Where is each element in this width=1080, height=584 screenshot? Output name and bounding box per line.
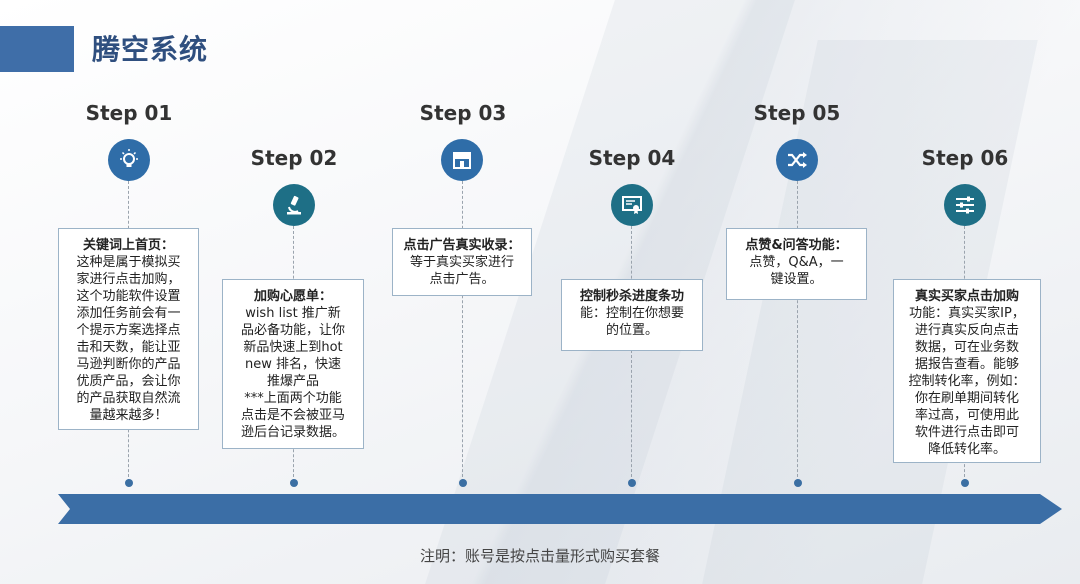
step-01-line: 这个功能软件设置 (65, 288, 192, 305)
step-06-label: Step 06 (905, 146, 1025, 170)
step-05-label: Step 05 (737, 101, 857, 125)
step-01-line: 添加任务前会有一 (65, 305, 192, 322)
step-02-line: ***上面两个功能 (229, 390, 357, 407)
timeline-dot (459, 479, 467, 487)
step-02-card: 加购心愿单： wish list 推广新 品必备功能，让你 新品快速上到hot … (222, 279, 364, 449)
step-02-line: 逊后台记录数据。 (229, 424, 357, 441)
timeline-dot (290, 479, 298, 487)
step-02-line: wish list 推广新 (229, 305, 357, 322)
step-01-line: 优质产品，会让你 (65, 373, 192, 390)
timeline-arrow (58, 492, 1064, 526)
timeline-dot (794, 479, 802, 487)
connector-line (462, 181, 463, 482)
step-04-line: 的位置。 (568, 322, 696, 339)
header-accent-bar (0, 26, 74, 72)
timeline-dot (125, 479, 133, 487)
step-04-heading: 控制秒杀进度条功 (568, 288, 696, 305)
footnote: 注明：账号是按点击量形式购买套餐 (0, 545, 1080, 566)
step-01-label: Step 01 (69, 101, 189, 125)
step-02-heading: 加购心愿单： (229, 288, 357, 305)
shuffle-icon (776, 139, 818, 181)
step-01-card: 关键词上首页： 这种是属于模拟买 家进行点击加购， 这个功能软件设置 添加任务前… (58, 228, 199, 430)
timeline-dot (961, 479, 969, 487)
step-06-line: 降低转化率。 (900, 441, 1034, 458)
step-01-line: 家进行点击加购， (65, 271, 192, 288)
step-02-line: 品必备功能，让你 (229, 322, 357, 339)
step-02-line: 新品快速上到hot (229, 339, 357, 356)
step-02-line: new 排名，快速 (229, 356, 357, 373)
step-02-line: 点击是不会被亚马 (229, 407, 357, 424)
step-06-line: 控制转化率，例如： (900, 373, 1034, 390)
step-02-line: 推爆产品 (229, 373, 357, 390)
step-05-line: 键设置。 (733, 271, 860, 288)
step-06-line: 据报告查看。能够 (900, 356, 1034, 373)
step-05-card: 点赞&问答功能： 点赞，Q&A，一 键设置。 (726, 228, 867, 300)
connector-line (797, 181, 798, 482)
step-06-line: 软件进行点击即可 (900, 424, 1034, 441)
step-01-line: 个提示方案选择点 (65, 322, 192, 339)
step-01-line: 击和天数，能让亚 (65, 339, 192, 356)
step-04-card: 控制秒杀进度条功 能：控制在你想要 的位置。 (561, 279, 703, 351)
step-05-heading: 点赞&问答功能： (733, 237, 860, 254)
step-05-line: 点赞，Q&A，一 (733, 254, 860, 271)
step-01-line: 量越来越多！ (65, 407, 192, 424)
storefront-icon (441, 139, 483, 181)
lightbulb-icon (108, 139, 150, 181)
microscope-icon (273, 184, 315, 226)
connector-line (631, 226, 632, 482)
page-title: 腾空系统 (92, 28, 208, 68)
step-06-line: 率过高，可使用此 (900, 407, 1034, 424)
step-03-line: 点击广告。 (399, 271, 525, 288)
step-06-line: 功能：真实买家IP， (900, 305, 1034, 322)
timeline-dot (628, 479, 636, 487)
step-02-label: Step 02 (234, 146, 354, 170)
step-06-card: 真实买家点击加购 功能：真实买家IP， 进行真实反向点击 数据，可在业务数 据报… (893, 279, 1041, 463)
step-06-line: 数据，可在业务数 (900, 339, 1034, 356)
step-01-line: 这种是属于模拟买 (65, 254, 192, 271)
step-06-line: 你在刷单期间转化 (900, 390, 1034, 407)
step-06-line: 进行真实反向点击 (900, 322, 1034, 339)
sliders-icon (944, 184, 986, 226)
step-01-heading: 关键词上首页： (65, 237, 192, 254)
step-03-heading: 点击广告真实收录： (399, 237, 525, 254)
certificate-icon (611, 184, 653, 226)
step-03-label: Step 03 (403, 101, 523, 125)
step-01-line: 的产品获取自然流 (65, 390, 192, 407)
step-04-label: Step 04 (572, 146, 692, 170)
step-04-line: 能：控制在你想要 (568, 305, 696, 322)
step-01-line: 马逊判断你的产品 (65, 356, 192, 373)
step-06-heading: 真实买家点击加购 (900, 288, 1034, 305)
step-03-card: 点击广告真实收录： 等于真实买家进行 点击广告。 (392, 228, 532, 296)
step-03-line: 等于真实买家进行 (399, 254, 525, 271)
